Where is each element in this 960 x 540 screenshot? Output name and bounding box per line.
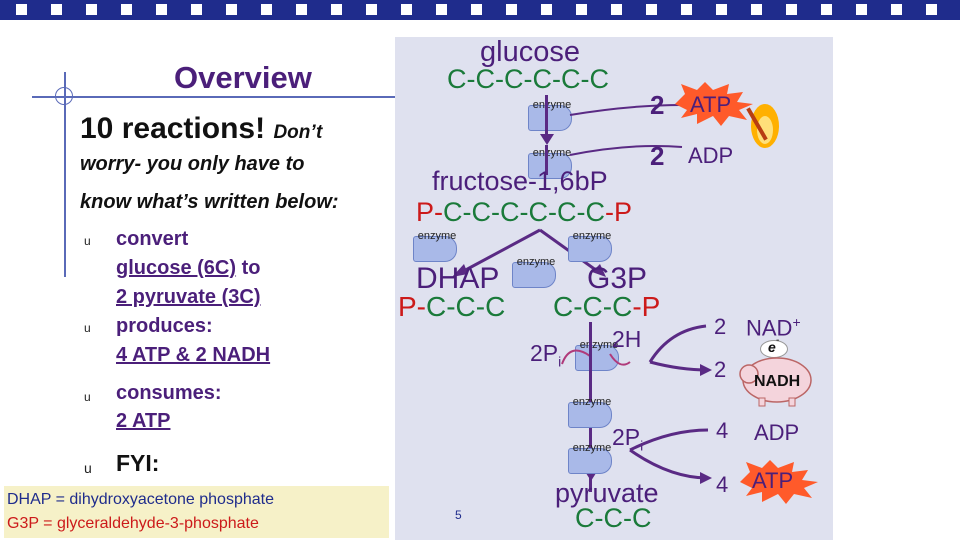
bar-square-icon [121,4,132,15]
adp-out-label: ADP [754,420,800,445]
bar-square-icon [821,4,832,15]
bar-square-icon [856,4,867,15]
bar-square-icon [506,4,517,15]
atp-out-label: ATP [752,468,794,493]
decor-vertical-line [64,72,66,277]
bullet-icon: u [84,321,91,335]
nadh-count: 2 [714,357,727,382]
atp-in-label: ATP [690,92,732,117]
bullet-1-line-1: convert [116,228,189,250]
atp-burst-icon [675,82,753,126]
two-h-label: 2H [612,326,642,352]
atp-in-count: 2 [650,90,665,120]
atp-out-burst-icon [740,460,818,504]
adp-in-label: ADP [688,143,734,168]
arrow-stem [545,145,548,175]
bullet-2-line-2: 4 ATP & 2 NADH [116,344,271,366]
down-arrow-icon [540,134,554,145]
nadh-label: NADH [754,373,801,390]
bullet-4-fyi: FYI: [116,450,160,476]
bar-square-icon [611,4,622,15]
fyi-box: DHAP = dihydroxyacetone phosphate G3P = … [4,486,389,538]
bar-square-icon [891,4,902,15]
pyruvate-label: pyruvate [555,478,659,508]
down-arrow-icon [584,470,598,481]
nadh-pig-icon [739,357,812,407]
split-arrows [452,228,606,277]
bullet-icon: u [84,390,91,404]
decor-circle-icon [55,87,73,105]
bar-square-icon [16,4,27,15]
bar-square-icon [156,4,167,15]
bar-square-icon [191,4,202,15]
two-pi-label-1: 2Pi [530,340,562,370]
top-bar [0,0,960,20]
fructose-carbons: C-C-C-C-C-C [443,197,605,227]
fructose-phosphate-left: P- [416,197,443,227]
two-pi-label-2: 2Pi [612,424,644,454]
bullet-1-glucose: glucose (6C) [116,257,237,279]
electron-badge: e- [760,335,788,358]
bar-square-icon [681,4,692,15]
dhap-phosphate: P- [398,291,426,322]
bar-square-icon [716,4,727,15]
adp-out-count: 4 [716,418,729,443]
bar-square-icon [51,4,62,15]
glucose-formula: C-C-C-C-C-C [447,64,609,94]
side-arrows [629,324,712,484]
bar-square-icon [786,4,797,15]
bar-square-icon [576,4,587,15]
dhap-label: DHAP [416,262,500,295]
pyruvate-formula: C-C-C [575,503,652,533]
bar-square-icon [926,4,937,15]
bullet-1-to: to [241,257,261,279]
bar-square-icon [471,4,482,15]
bar-square-icon [436,4,447,15]
intro-line-2: worry- you only have to [80,153,305,175]
decor-horizontal-line [32,96,442,98]
bar-square-icon [261,4,272,15]
bullet-3-line-1: consumes: [116,382,222,404]
intro-line-3: know what’s written below: [80,191,339,213]
bullet-3-line-2: 2 ATP [116,410,171,432]
fructose-phosphate-right: -P [604,197,632,227]
bar-square-icon [86,4,97,15]
curve-arrows-step [561,349,631,366]
intro-heading: 10 reactions! [80,112,266,145]
g3p-phosphate: -P [632,291,661,322]
atp-curve-arrows [569,104,683,156]
bullet-1-pyruvate: 2 pyruvate (3C) [116,286,261,308]
dhap-carbons: C-C-C [426,291,506,322]
slide-title: Overview [174,60,312,95]
intro-heading-tail: Don’t [273,122,323,143]
atp-out-count: 4 [716,472,729,497]
bar-square-icon [646,4,657,15]
bar-square-icon [751,4,762,15]
bullet-2-line-1: produces: [116,315,213,337]
page-number: 5 [455,508,462,522]
fructose-label: fructose-1,6bP [432,166,608,196]
bar-square-icon [226,4,237,15]
arrow-stem [545,95,548,135]
bar-square-icon [541,4,552,15]
g3p-carbons: C-C-C [553,291,633,322]
bar-square-icon [401,4,412,15]
match-flame-icon [746,104,779,148]
fyi-dhap: DHAP = dihydroxyacetone phosphate [7,491,274,508]
nad-label: NAD+ [746,314,801,341]
bullet-icon: u [84,460,92,476]
fyi-g3p: G3P = glyceraldehyde-3-phosphate [7,515,259,532]
bar-square-icon [366,4,377,15]
bar-square-icon [296,4,307,15]
glucose-label: glucose [480,36,580,68]
bullet-icon: u [84,234,91,248]
bar-square-icon [331,4,342,15]
adp-in-count: 2 [650,141,665,171]
g3p-label: G3P [587,262,648,295]
nad-count: 2 [714,314,727,339]
